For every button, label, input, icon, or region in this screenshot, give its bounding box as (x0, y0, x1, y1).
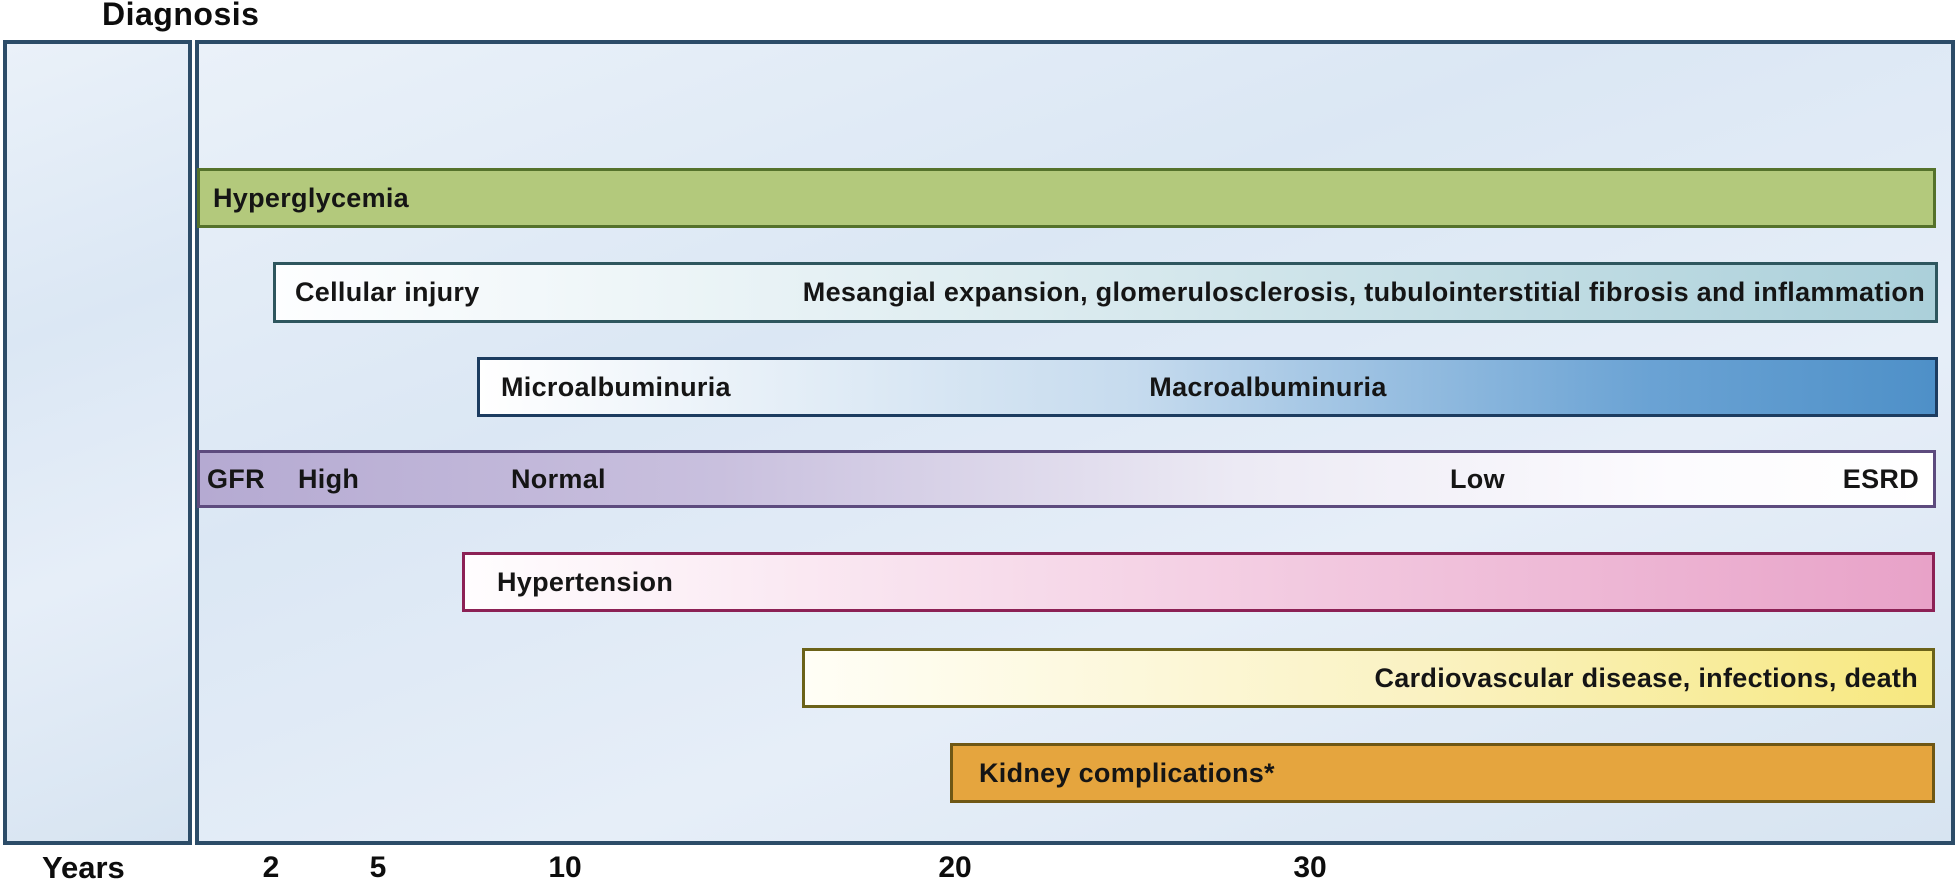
axis-tick-20: 20 (938, 851, 972, 884)
microalbuminuria-label: Microalbuminuria (501, 371, 731, 402)
axis-tick-5: 5 (369, 851, 387, 884)
gfr-prefix-label: GFR (207, 463, 265, 494)
years-axis-label: Years (42, 850, 125, 885)
cellular-injury-detail-label: Mesangial expansion, glomerulosclerosis,… (802, 277, 1925, 307)
bar-gfr: GFR High Normal Low ESRD (197, 450, 1936, 508)
gfr-stage-normal-label: Normal (511, 463, 606, 494)
axis-tick-30: 30 (1293, 851, 1327, 884)
axis-tick-10: 10 (548, 851, 582, 884)
bar-kidney-complications: Kidney complications* (950, 743, 1935, 803)
gfr-stage-low-label: Low (1450, 463, 1505, 494)
macroalbuminuria-label: Macroalbuminuria (1149, 371, 1387, 402)
cardiovascular-label: Cardiovascular disease, infections, deat… (1374, 662, 1918, 693)
post-diagnosis-timeline-panel (195, 40, 1955, 845)
gfr-stage-esrd-label: ESRD (1842, 463, 1919, 494)
kidney-complications-label: Kidney complications* (979, 757, 1275, 788)
hypertension-label: Hypertension (497, 566, 674, 597)
axis-tick-2: 2 (262, 851, 280, 884)
cellular-injury-label: Cellular injury (295, 277, 480, 307)
bar-albuminuria: Microalbuminuria Macroalbuminuria (477, 357, 1938, 417)
gfr-stage-high-label: High (298, 463, 360, 494)
pre-diagnosis-panel (3, 40, 192, 845)
diagnosis-heading: Diagnosis (102, 0, 260, 32)
bar-hypertension: Hypertension (462, 552, 1935, 612)
bar-cellular-injury: Cellular injury Mesangial expansion, glo… (273, 262, 1938, 323)
bar-cardiovascular: Cardiovascular disease, infections, deat… (802, 648, 1935, 708)
bar-hyperglycemia: Hyperglycemia (197, 168, 1936, 228)
hyperglycemia-label: Hyperglycemia (213, 182, 409, 213)
